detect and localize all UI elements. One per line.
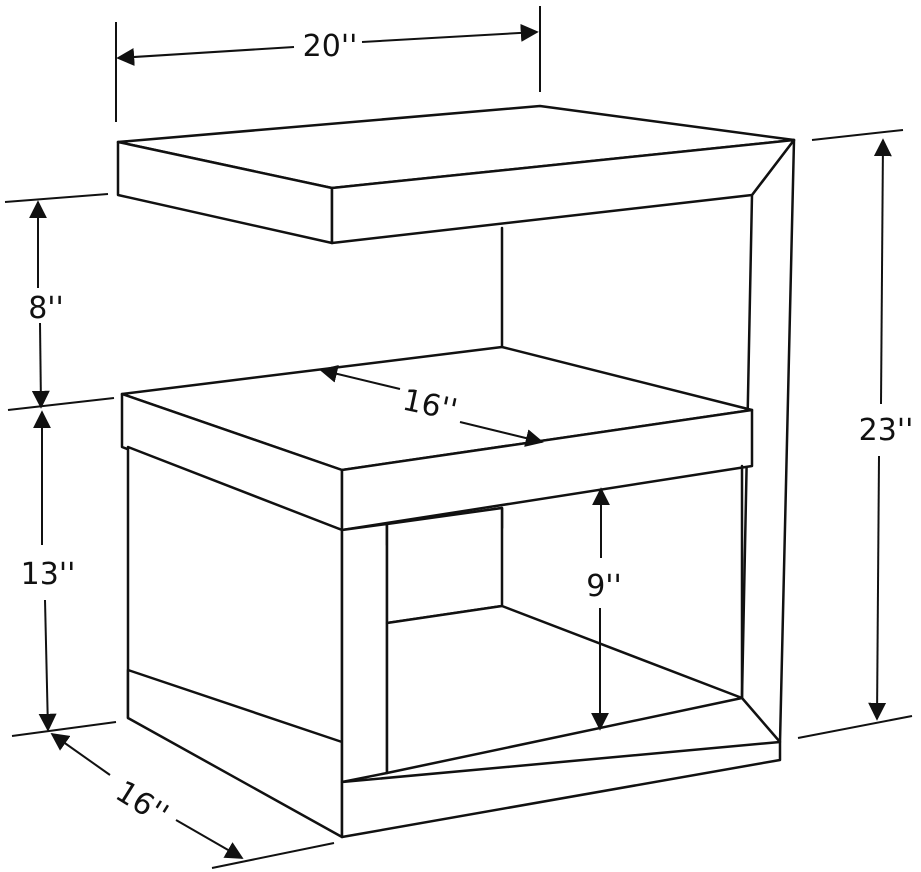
middle-shelf-front-face bbox=[340, 408, 754, 532]
base-depth-extension-right bbox=[211, 842, 335, 869]
top-shelf-underside-face bbox=[330, 138, 796, 245]
side-table-drawing bbox=[116, 104, 796, 839]
clearance-extension-top bbox=[4, 193, 109, 203]
lower-height-label: 13'' bbox=[21, 557, 76, 592]
height-arrow-top bbox=[873, 138, 892, 405]
lower-arrow-bottom bbox=[38, 599, 57, 732]
clearance-label: 8'' bbox=[28, 291, 64, 326]
height-extension-top bbox=[811, 129, 904, 141]
compartment-back-wall bbox=[385, 506, 504, 625]
base-front-face bbox=[340, 740, 782, 839]
lower-extension-bottom bbox=[11, 721, 117, 737]
front-divider bbox=[340, 522, 389, 784]
width-arrow-left bbox=[116, 46, 295, 66]
width-arrow-right bbox=[361, 23, 539, 43]
clearance-extension-bottom bbox=[7, 397, 115, 411]
base-depth-arrow-bottom bbox=[175, 819, 244, 859]
height-extension-bottom bbox=[797, 715, 913, 739]
clearance-arrow-bottom bbox=[31, 322, 50, 409]
width-label: 20'' bbox=[303, 29, 358, 64]
height-total-label: 23'' bbox=[859, 413, 914, 448]
dimension-lines bbox=[4, 6, 913, 869]
opening-height-label: 9'' bbox=[586, 569, 622, 604]
height-arrow-bottom bbox=[868, 455, 887, 721]
compartment-floor bbox=[385, 604, 744, 775]
base-depth-arrow-top bbox=[50, 732, 111, 776]
base-depth-label: 16'' bbox=[109, 774, 174, 833]
shelf-depth-arrow-top bbox=[319, 365, 401, 390]
shelf-depth-arrow-bottom bbox=[459, 421, 544, 447]
